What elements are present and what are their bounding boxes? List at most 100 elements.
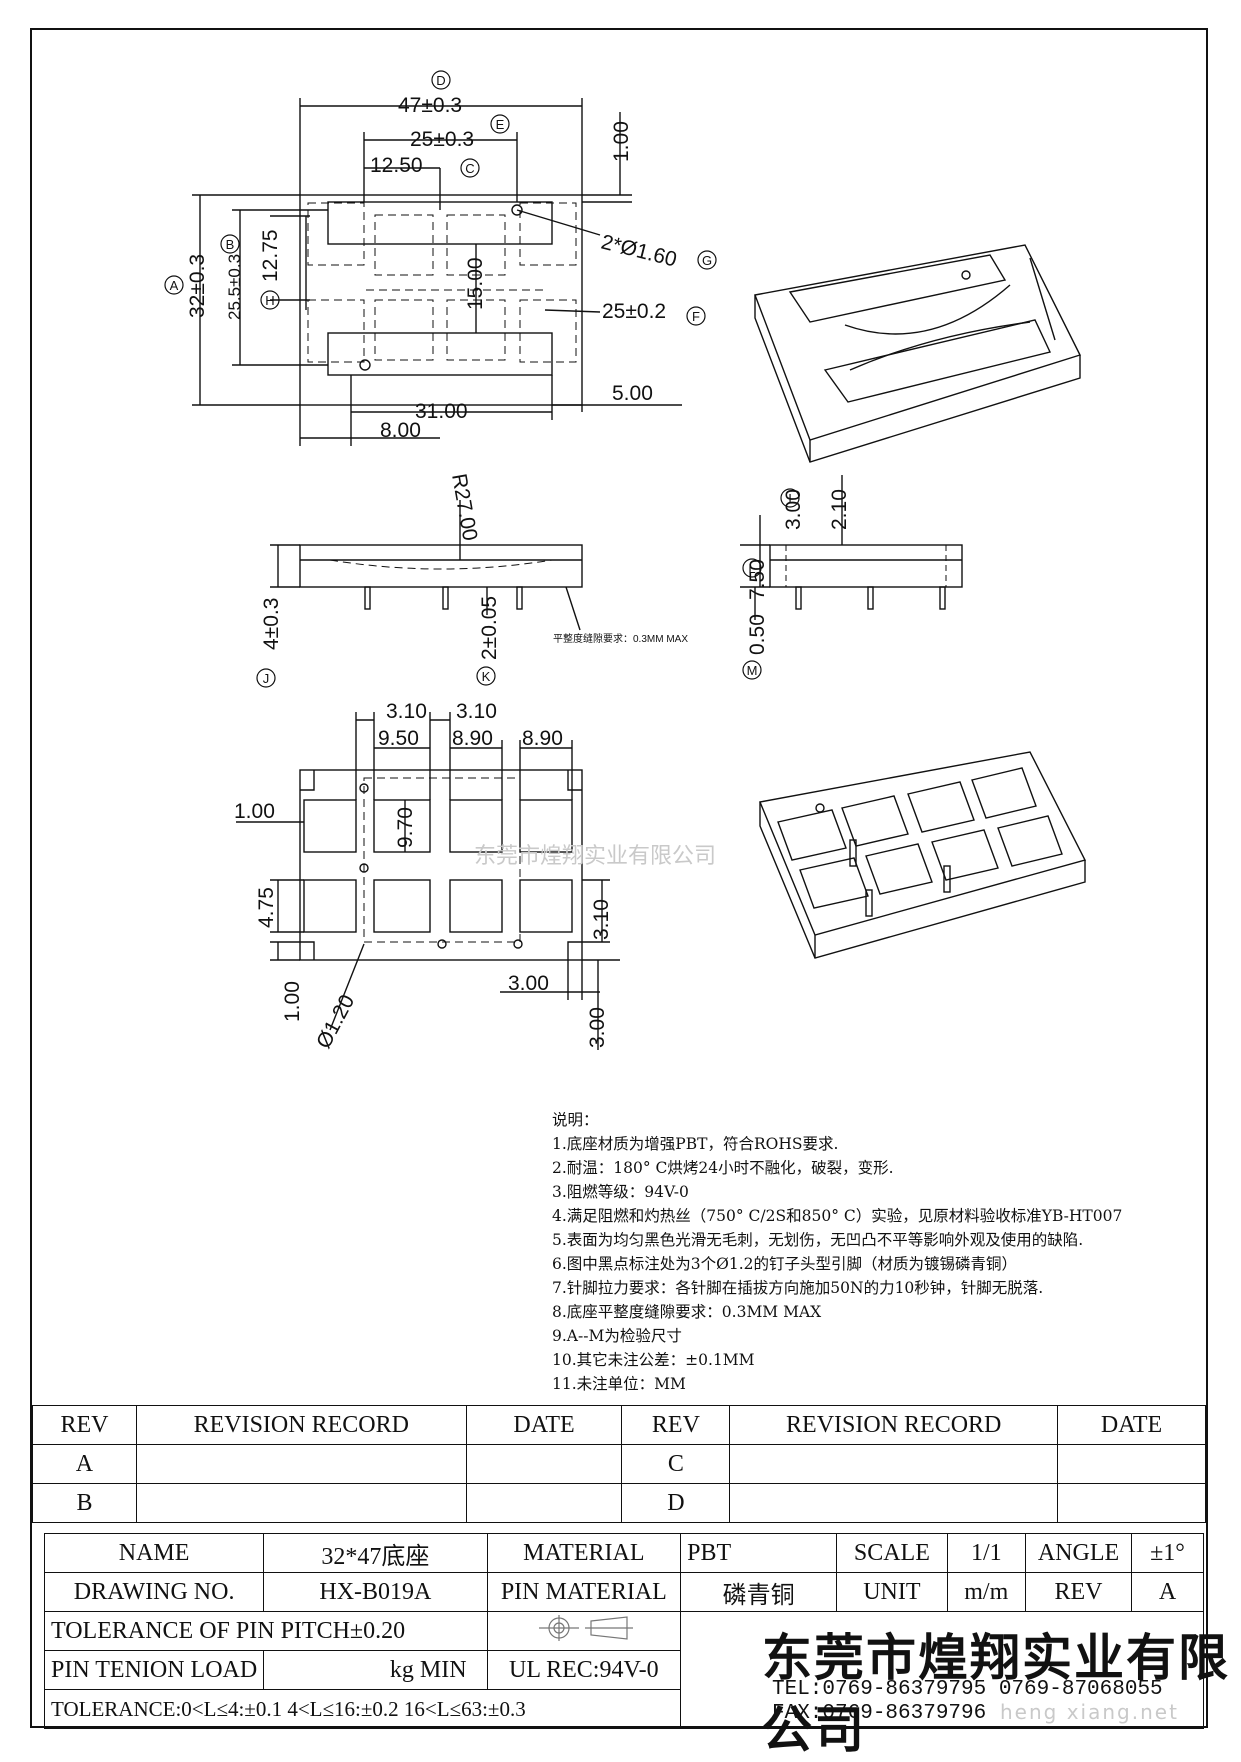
projection-symbol (486, 1611, 682, 1651)
ul-rec: UL REC:94V-0 (486, 1650, 682, 1690)
dim-r27: R27.00 (447, 472, 481, 543)
dim-8-90-b: 8.90 (522, 727, 563, 750)
revision-table: REV REVISION RECORD DATE REV REVISION RE… (32, 1405, 1206, 1523)
rev-a: A (32, 1444, 137, 1484)
tolerance-pin-pitch: TOLERANCE OF PIN PITCH±0.20 (44, 1611, 488, 1651)
dim-32: 32±0.3 (186, 254, 209, 318)
dim-4-75: 4.75 (255, 887, 278, 928)
company-fax: FAX:0769-86379796 (772, 1702, 987, 1725)
pin-material-label: PIN MATERIAL (486, 1572, 682, 1612)
marker-g: G (702, 253, 712, 268)
revision-record-header: REVISION RECORD (135, 1405, 467, 1445)
unit-label: UNIT (836, 1572, 948, 1612)
pin-load-label: PIN TENION LOAD (43, 1650, 265, 1690)
rev-b-date (465, 1483, 623, 1523)
marker-e: E (496, 117, 505, 132)
dim-31: 31.00 (415, 400, 468, 423)
dim-47: 47±0.3 (398, 94, 462, 117)
dim-1-20: Ø1.20 (312, 991, 359, 1052)
material-label: MATERIAL (486, 1533, 682, 1573)
unit-value: m/m (946, 1572, 1026, 1612)
rev-label: REV (1024, 1572, 1133, 1612)
note-item: 11.未注单位：MM (552, 1375, 686, 1393)
marker-j: J (263, 671, 270, 686)
marker-f: F (692, 309, 700, 324)
drawing-no-value: HX-B019A (263, 1572, 488, 1612)
revision-record-header-2: REVISION RECORD (729, 1405, 1059, 1445)
material-value: PBT (680, 1533, 838, 1573)
iso-bottom-view (759, 751, 1087, 959)
watermark-url: heng xiang.net (1000, 1700, 1179, 1724)
company-cell (680, 1611, 1204, 1729)
dim-3-10-a: 3.10 (386, 700, 427, 723)
name-label: NAME (43, 1533, 265, 1573)
marker-a: A (170, 278, 179, 293)
note-item: 2.耐温：180° C烘烤24小时不融化，破裂，变形. (552, 1159, 894, 1177)
company-tel: TEL:0769-86379795 0769-87068055 (772, 1678, 1163, 1701)
dim-12-50: 12.50 (370, 154, 423, 177)
dim-3-00-b: 3.00 (586, 1007, 609, 1048)
dim-25-03: 25±0.3 (410, 128, 474, 151)
tolerance-range: TOLERANCE:0<L≤4:±0.1 4<L≤16:±0.2 16<L≤63… (43, 1689, 682, 1729)
note-item: 4.满足阻燃和灼热丝（750° C/2S和850° C）实验，见原材料验收标准Y… (552, 1207, 1123, 1225)
note-item: 10.其它未注公差：±0.1MM (552, 1351, 755, 1369)
rev-c: C (621, 1444, 731, 1484)
marker-d: D (436, 73, 445, 88)
drawing-no-label: DRAWING NO. (43, 1572, 265, 1612)
marker-c: C (465, 161, 474, 176)
front-view-outline (299, 544, 583, 588)
dim-12-75: 12.75 (259, 229, 282, 282)
dim-15: 15.00 (464, 257, 487, 310)
rev-header-2: REV (621, 1405, 731, 1445)
dim-2-10: 2.10 (828, 489, 851, 530)
rev-a-date (465, 1444, 623, 1484)
dim-9-50: 9.50 (378, 727, 419, 750)
name-value: 32*47底座 (263, 1533, 488, 1573)
dim-4-03: 4±0.3 (260, 598, 283, 650)
watermark-company: 东莞市煌翔实业有限公司 (474, 844, 717, 869)
company-name: 东莞市煌翔实业有限公司 (762, 1629, 1230, 1759)
marker-l: L (748, 561, 755, 576)
dim-1-00-top: 1.00 (610, 121, 633, 162)
dim-8-90-a: 8.90 (452, 727, 493, 750)
rev-a-record (135, 1444, 467, 1484)
rev-b-record (135, 1483, 467, 1523)
dim-1-00-b: 1.00 (234, 800, 275, 823)
date-header-2: DATE (1057, 1405, 1206, 1445)
pin-material-value: 磷青铜 (680, 1572, 838, 1612)
date-header: DATE (465, 1405, 623, 1445)
rev-c-record (729, 1444, 1059, 1484)
angle-value: ±1° (1131, 1533, 1204, 1573)
dim-25-5: 25.5±0.3 (225, 254, 244, 320)
marker-h: H (265, 293, 274, 308)
rev-d-date (1057, 1483, 1206, 1523)
dim-9-70: 9.70 (394, 807, 417, 848)
scale-value: 1/1 (946, 1533, 1026, 1573)
flatness-note: 平整度缝隙要求：0.3MM MAX (553, 632, 688, 645)
note-item: 7.针脚拉力要求：各针脚在插拔方向施加50N的力10秒钟，针脚无脱落. (552, 1279, 1044, 1297)
note-item: 3.阻燃等级：94V-0 (552, 1183, 689, 1201)
title-block: NAME 32*47底座 MATERIAL PBT SCALE 1/1 ANGL… (43, 1533, 1204, 1729)
bottom-view-outline (299, 769, 583, 961)
dim-3-10-c: 3.10 (590, 899, 613, 940)
dim-7-50: 7.50 (746, 559, 769, 600)
note-item: 8.底座平整度缝隙要求：0.3MM MAX (552, 1303, 822, 1321)
marker-b: B (226, 237, 235, 252)
rev-value: A (1131, 1572, 1204, 1612)
note-item: 6.图中黑点标注处为3个Ø1.2的钉子头型引脚（材质为镀锡磷青铜） (552, 1255, 1018, 1273)
projection-icon (538, 1614, 633, 1641)
dim-hole: 2*Ø1.60 (599, 231, 679, 272)
dim-1-00-c: 1.00 (281, 981, 304, 1022)
note-item: 1.底座材质为增强PBT，符合ROHS要求. (552, 1135, 839, 1153)
dim-3-10-b: 3.10 (456, 700, 497, 723)
notes-section: 说明： 1.底座材质为增强PBT，符合ROHS要求. 2.耐温：180° C烘烤… (552, 1108, 1212, 1396)
dim-0-50: 0.50 (746, 614, 769, 655)
rev-header: REV (32, 1405, 137, 1445)
rev-b: B (32, 1483, 137, 1523)
note-item: 9.A--M为检验尺寸 (552, 1327, 682, 1345)
dim-25-02: 25±0.2 (602, 300, 666, 323)
top-bar-lower (327, 332, 553, 376)
dim-3-00-a: 3.00 (508, 972, 549, 995)
dim-5: 5.00 (612, 382, 653, 405)
